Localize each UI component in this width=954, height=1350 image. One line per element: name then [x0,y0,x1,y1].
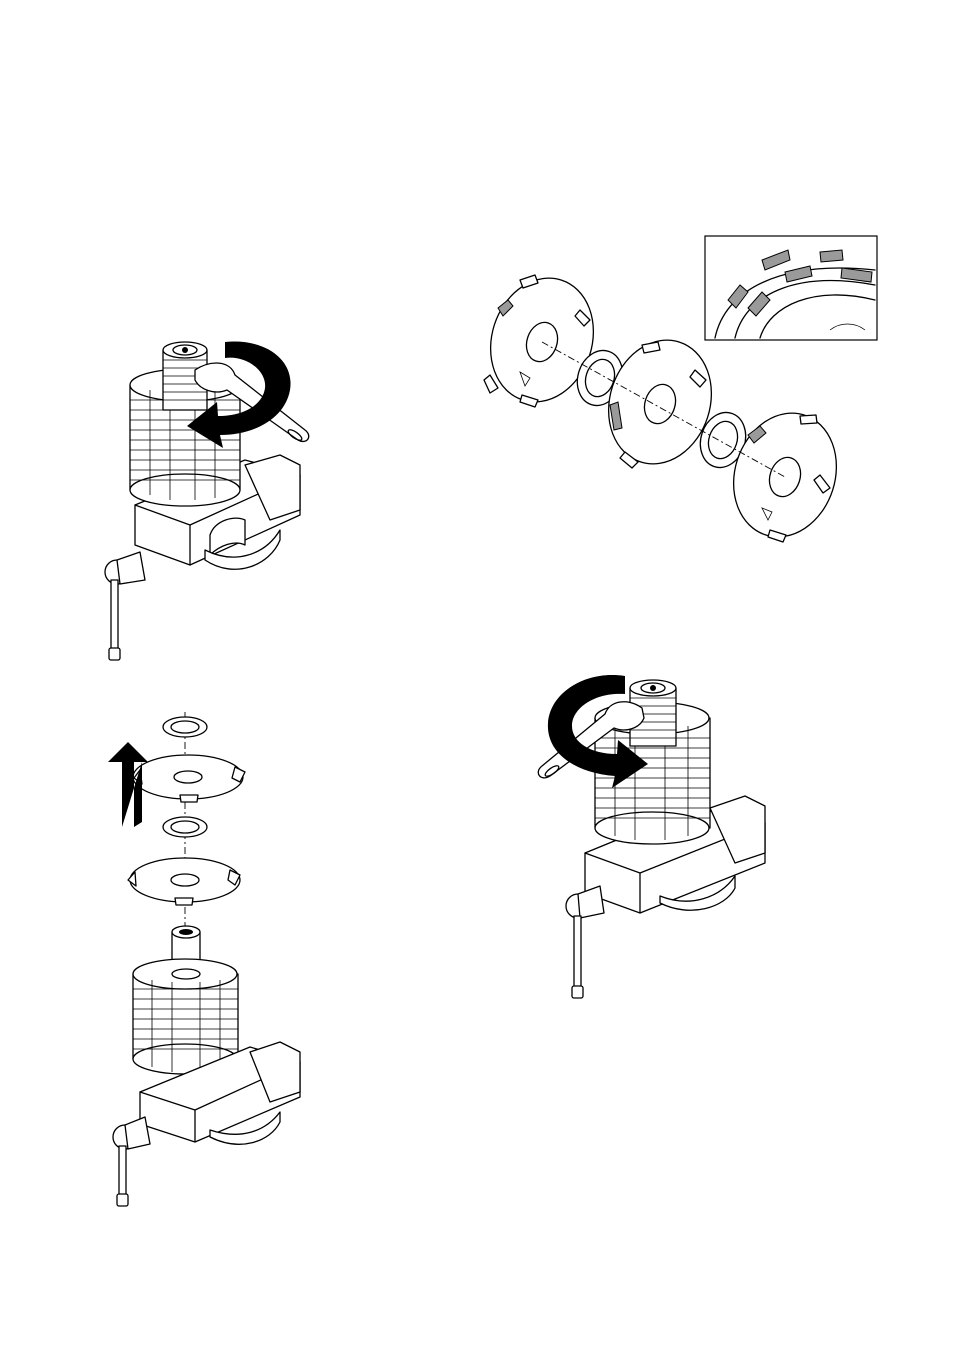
spacer-ring-middle [163,817,207,837]
blade-lower [128,858,240,905]
up-arrow-icon [108,742,148,827]
fig-blade-order [480,230,885,550]
blade-stack [133,959,238,1074]
fig-remove-blades [100,712,330,1212]
fig-tighten-nut [530,668,780,1008]
blade-upper [133,755,245,802]
detail-inset [705,236,877,340]
fig-loosen-nut [95,330,325,670]
spacer-ring-top [163,717,207,737]
